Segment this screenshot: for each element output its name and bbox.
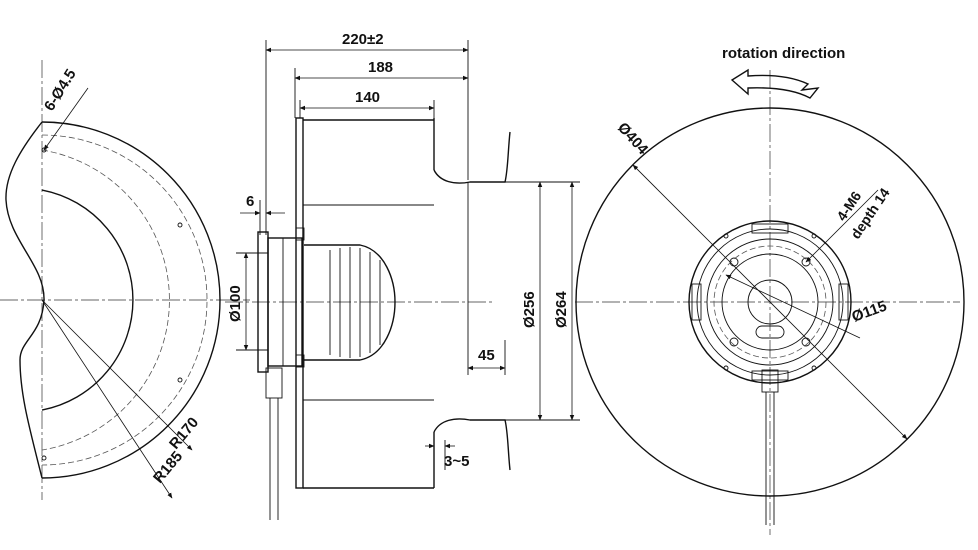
side-view: 220±2 188 140 6 [225, 31, 580, 520]
dia-256-label: Ø256 [521, 291, 538, 328]
holes-label: 6-Ø4.5 [41, 66, 80, 114]
rotation-direction-label: rotation direction [722, 45, 845, 62]
dia-264-label: Ø264 [553, 291, 570, 328]
length-188-label: 188 [368, 59, 393, 76]
rotation-arrow-icon [730, 68, 820, 99]
inlet-ring-view: 6-Ø4.5 R170 R185 [0, 60, 250, 500]
gap-label: 3~5 [444, 453, 469, 470]
flange-6-label: 6 [246, 193, 254, 210]
length-140-label: 140 [355, 89, 380, 106]
length-220-label: 220±2 [342, 31, 384, 48]
radius-185-label: R185 [150, 448, 186, 486]
offset-45-label: 45 [478, 347, 495, 364]
radius-170-label: R170 [166, 414, 202, 452]
dia-100-label: Ø100 [227, 285, 244, 322]
front-view: Ø404 4-M6 depth 14 Ø115 rotation directi… [575, 45, 965, 535]
